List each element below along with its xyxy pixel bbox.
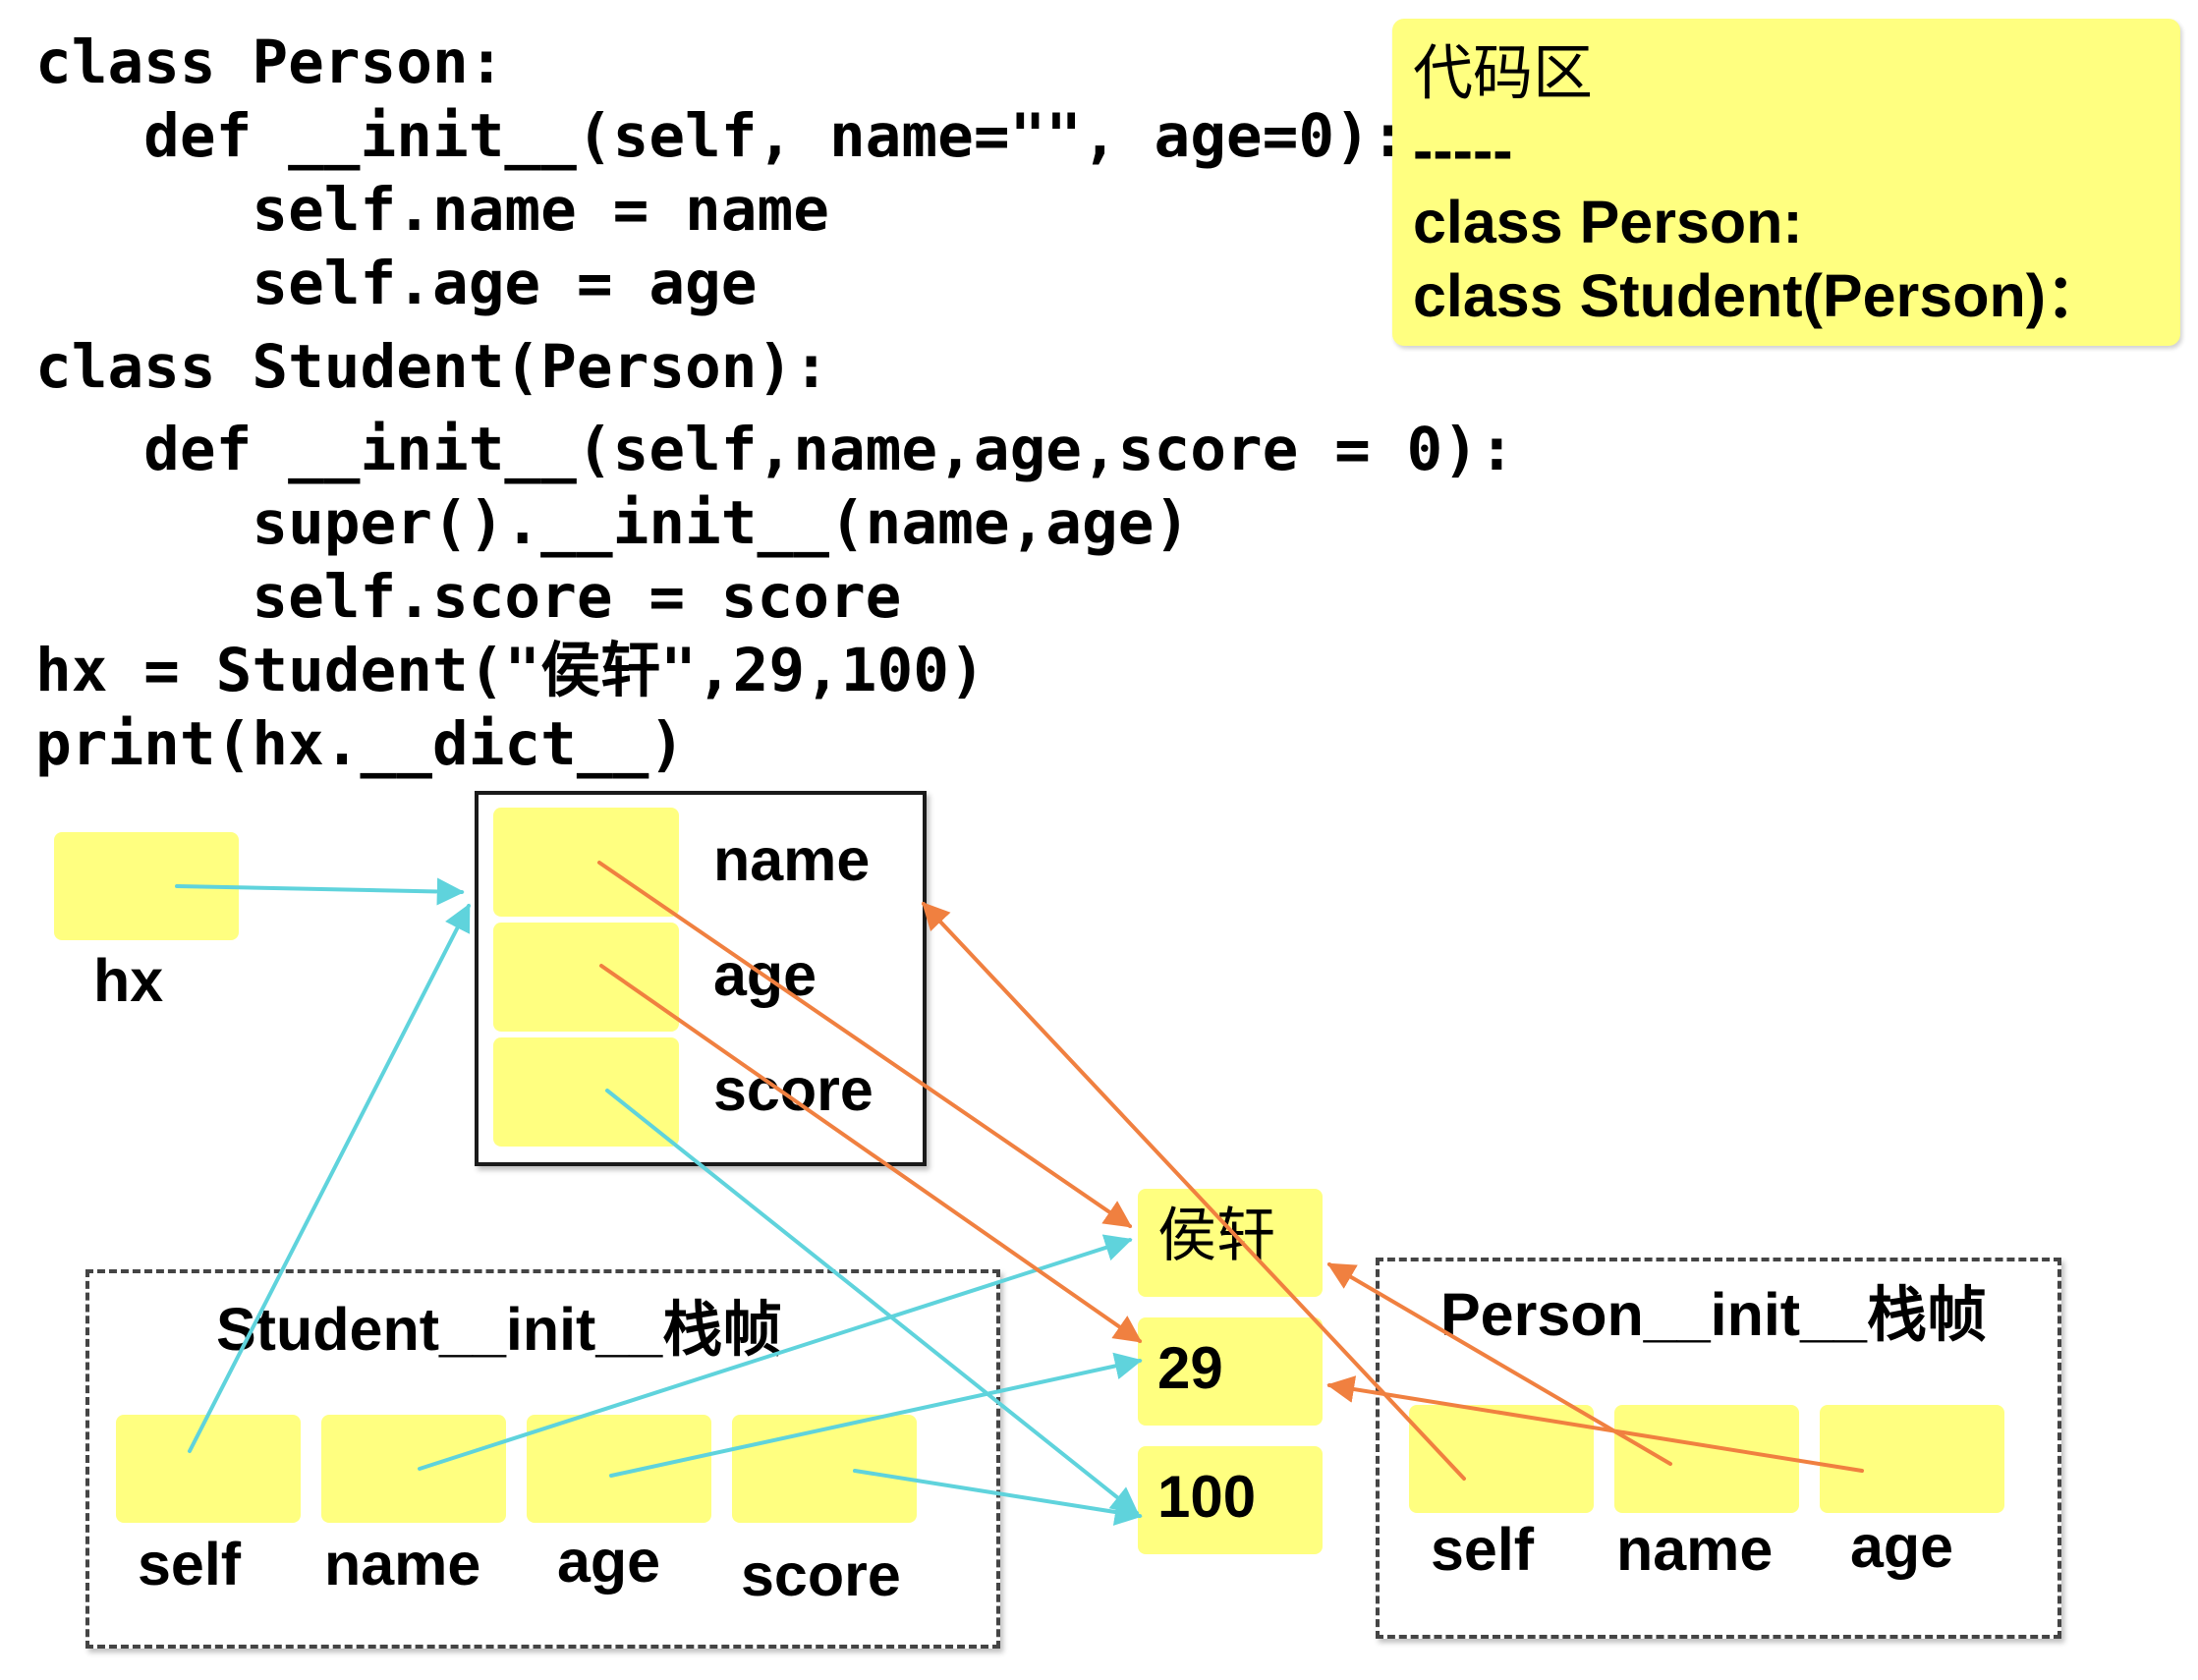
student-slot-score: score <box>741 1541 901 1608</box>
arrow-person-name-to-value <box>1326 1262 1672 1466</box>
value-text: 29 <box>1157 1335 1223 1401</box>
legend-divider: ----- <box>1413 117 1513 184</box>
object-field-cell <box>493 1037 679 1147</box>
code-line: hx = Student("侯轩",29,100) <box>35 636 986 705</box>
person-slot-cell <box>1820 1405 2004 1513</box>
arrow-object-age-to-value <box>599 964 1143 1343</box>
student-slot-name: name <box>324 1531 481 1597</box>
student-slot-self: self <box>138 1531 242 1597</box>
object-field-cell <box>493 923 679 1032</box>
arrow-student-age-to-value <box>609 1352 1143 1478</box>
arrow-student-name-to-value <box>418 1234 1133 1471</box>
code-line: self.name = name <box>35 175 829 245</box>
arrow-student-self-to-object <box>188 903 471 1453</box>
student-slot-cell <box>116 1415 301 1523</box>
legend-title: 代码区 <box>1413 38 1594 108</box>
student-init-stack-frame <box>85 1269 1000 1649</box>
object-field-name: name <box>713 826 871 893</box>
arrow-hx-to-object <box>175 877 465 906</box>
code-line: class Student(Person): <box>35 332 829 402</box>
object-field-score: score <box>713 1056 874 1123</box>
arrow-object-score-to-value <box>605 1089 1140 1515</box>
code-line: print(hx.__dict__) <box>35 709 686 779</box>
code-line: def __init__(self, name="", age=0): <box>35 101 1407 171</box>
value-cell: 100 <box>1138 1446 1323 1554</box>
person-slot-name: name <box>1616 1516 1774 1583</box>
person-slot-age: age <box>1850 1513 1954 1580</box>
student-slot-cell <box>321 1415 506 1523</box>
legend-line: class Student(Person)： <box>1413 262 2107 329</box>
code-line: super().__init__(name,age) <box>35 488 1191 558</box>
code-line: def __init__(self,name,age,score = 0): <box>35 415 1515 484</box>
code-line: self.score = score <box>35 562 902 632</box>
hx-label: hx <box>93 947 164 1014</box>
arrow-person-self-to-object <box>922 901 1466 1481</box>
arrow-person-age-to-value <box>1326 1375 1864 1473</box>
code-line: class Person: <box>35 28 505 97</box>
arrow-student-score-to-value <box>853 1469 1143 1526</box>
person-slot-cell <box>1614 1405 1799 1513</box>
value-cell: 29 <box>1138 1317 1323 1426</box>
object-field-cell <box>493 808 679 917</box>
student-frame-title: Student__init__栈帧 <box>216 1296 783 1363</box>
person-frame-title: Person__init__栈帧 <box>1440 1281 1987 1348</box>
legend-line: class Person: <box>1413 189 1803 255</box>
person-init-stack-frame <box>1376 1258 2061 1639</box>
code-line: self.age = age <box>35 249 758 318</box>
value-text: 100 <box>1157 1464 1257 1530</box>
student-slot-cell <box>732 1415 917 1523</box>
arrow-object-name-to-value <box>597 861 1133 1228</box>
person-slot-self: self <box>1431 1516 1535 1583</box>
student-slot-age: age <box>557 1528 661 1595</box>
student-slot-cell <box>527 1415 711 1523</box>
code-area-legend: 代码区 ----- class Person: class Student(Pe… <box>1392 19 2180 346</box>
